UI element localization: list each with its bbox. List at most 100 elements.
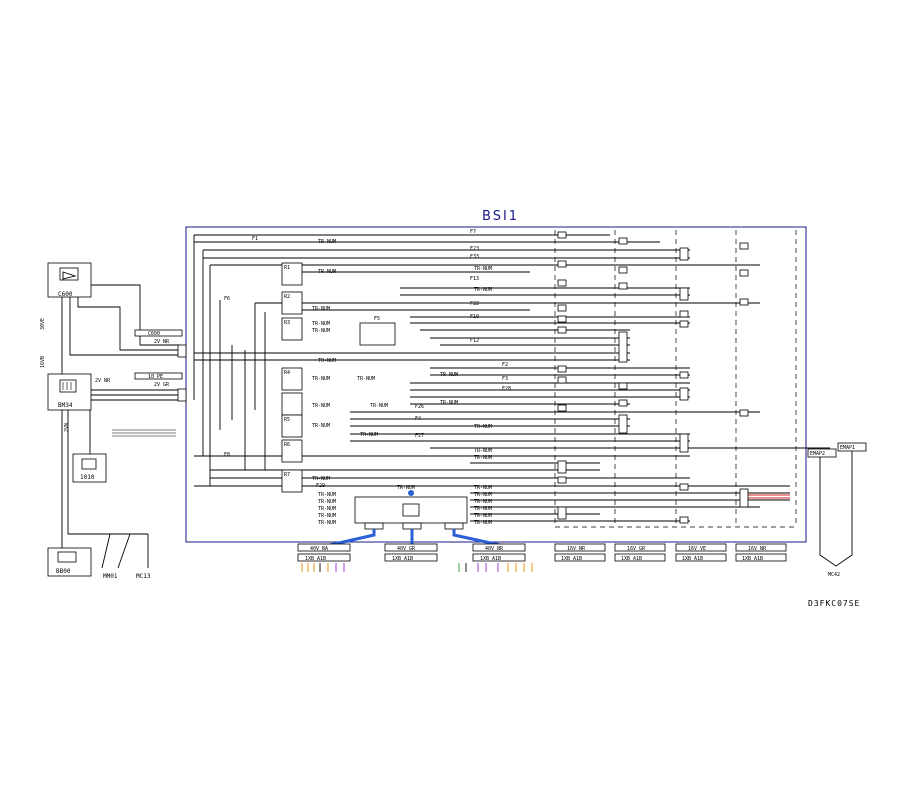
tr-num-23: TR-NUM: [318, 506, 336, 512]
left-wiring: [61, 284, 180, 548]
tr-num-11: TR-NUM: [440, 372, 458, 378]
component-c600-label: C600: [58, 291, 73, 298]
ground-label-mm01: MM01: [103, 573, 118, 580]
tr-num-9: TR-NUM: [312, 376, 330, 382]
component-1010-side: 2VN: [64, 423, 70, 432]
diagram-title: BSI1: [482, 209, 519, 224]
tr-num-18: TR-NUM: [474, 448, 492, 454]
diagram-reference: D3FKC07SE: [808, 599, 860, 608]
component-1010-label: 1010: [80, 474, 95, 481]
fuse-f6: F6: [224, 296, 230, 302]
relay-label-r3: R3: [284, 320, 290, 326]
relay-boxes: R1 R2 R3 R4 R5 R6 R7: [281, 262, 396, 493]
tr-num-4: TR-NUM: [474, 287, 492, 293]
fuse-f33: F33: [470, 254, 479, 260]
tr-num-19: TR-NUM: [474, 455, 492, 461]
fuse-f23: F23: [470, 246, 479, 252]
fuse-f8: F8: [224, 452, 230, 458]
tr-num-7: TR-NUM: [312, 328, 330, 334]
bottom-connector-7-top: 16V NR: [748, 546, 767, 552]
fuse-f7: F7: [470, 229, 476, 235]
tr-num-5: TR-NUM: [312, 306, 330, 312]
wire-stubs: [301, 563, 533, 572]
fuse-f28: F28: [502, 386, 511, 392]
fuse-f22: F22: [470, 301, 479, 307]
tr-num-3: TR-NUM: [474, 266, 492, 272]
relay-label-r7: R7: [284, 472, 290, 478]
fuse-f29: F29: [316, 483, 325, 489]
bottom-connector-7-bottom: 1XB A1B: [742, 556, 763, 562]
fuse-f13: F13: [470, 276, 479, 282]
tr-num-22: TR-NUM: [318, 499, 336, 505]
tr-num-labels: TR-NUM TR-NUM TR-NUM TR-NUM TR-NUM TR-NU…: [312, 239, 492, 526]
fuse-f12: F12: [470, 338, 479, 344]
bottom-connector-5-bottom: 1XB A1B: [621, 556, 642, 562]
fuse-f5: F5: [374, 316, 380, 322]
tr-num-25: TR-NUM: [318, 520, 336, 526]
tr-num-2: TR-NUM: [318, 269, 336, 275]
bottom-connector-1-bottom: 1XB A1B: [305, 556, 326, 562]
component-1010: 1010 2VN: [64, 423, 107, 483]
tr-num-12: TR-NUM: [312, 403, 330, 409]
tr-num-26: TR-NUM: [474, 485, 492, 491]
tr-num-16: TR-NUM: [360, 432, 378, 438]
bottom-connector-3-top: 40V NR: [485, 546, 504, 552]
relay-label-r2: R2: [284, 294, 290, 300]
ground-right-label: MC42: [828, 572, 840, 578]
tr-num-24: TR-NUM: [318, 513, 336, 519]
tr-num-17: TR-NUM: [474, 424, 492, 430]
fuse-f3: F3: [502, 376, 508, 382]
component-bb00: BB00: [47, 547, 92, 577]
right-tags: EMAP2 EMAP1 MC42: [807, 442, 867, 578]
tr-num-15: TR-NUM: [312, 423, 330, 429]
tr-num-10: TR-NUM: [357, 376, 375, 382]
ecu-block: TR-NUM: [329, 485, 501, 547]
component-c600-side: 30VE: [40, 318, 46, 330]
relay-label-r6: R6: [284, 442, 290, 448]
tr-num-28: TR-NUM: [474, 499, 492, 505]
component-c600: C600 30VE: [40, 262, 92, 330]
right-tag-emap1: EMAP1: [840, 445, 855, 451]
right-tag-emap2: EMAP2: [810, 451, 825, 457]
fuse-labels: F1 F2 F3 F4 F5 F6 F7 F8 F10 F12 F13 F22 …: [224, 229, 511, 489]
tr-num-20: TR-NUM: [312, 476, 330, 482]
tr-num-30: TR-NUM: [474, 513, 492, 519]
connector-sub-c600: 2V NR: [154, 339, 170, 345]
ground-label-mc13: MC13: [136, 573, 151, 580]
component-bm34: BM34 16VB: [40, 356, 92, 411]
tr-num-1: TR-NUM: [318, 239, 336, 245]
fuse-f2: F2: [502, 362, 508, 368]
incoming-connectors: C600 2V NR 10 PE 2V GR 2V NR: [95, 329, 187, 402]
bsi-frame: [185, 226, 807, 543]
tr-num-14: TR-NUM: [440, 400, 458, 406]
relay-label-r4: R4: [284, 370, 290, 376]
ecu-label: TR-NUM: [397, 485, 415, 491]
bottom-connector-2-top: 40V GR: [397, 546, 416, 552]
fuse-f27: F27: [415, 433, 424, 439]
tr-num-6: TR-NUM: [312, 321, 330, 327]
connector-label-c600: C600: [148, 331, 160, 337]
fuse-f10: F10: [470, 314, 479, 320]
relay-label-r1: R1: [284, 265, 290, 271]
component-bm34-label: BM34: [58, 402, 73, 409]
ground-symbols: MM01 MC13: [101, 533, 151, 580]
bottom-connector-2-bottom: 1XB A1B: [392, 556, 413, 562]
connector-sub-10pe: 2V GR: [154, 382, 170, 388]
connector-sub-bm34: 2V NR: [95, 378, 111, 384]
internal-wiring: [193, 234, 830, 522]
tr-num-29: TR-NUM: [474, 506, 492, 512]
connector-label-10pe: 10 PE: [148, 374, 163, 380]
zone-separators: [554, 230, 797, 528]
component-bb00-label: BB00: [56, 568, 71, 575]
tr-num-21: TR-NUM: [318, 492, 336, 498]
bottom-connector-4-top: 16V NR: [567, 546, 586, 552]
fuse-f4: F4: [415, 416, 421, 422]
bottom-connector-3-bottom: 1XB A1B: [480, 556, 501, 562]
bottom-connector-5-top: 16V GR: [627, 546, 646, 552]
pin-boxes: [557, 231, 749, 524]
bottom-connector-4-bottom: 1XB A1B: [561, 556, 582, 562]
tr-num-8: TR-NUM: [318, 358, 336, 364]
fuse-f26: F26: [415, 404, 424, 410]
bottom-connector-6-bottom: 1XB A1B: [682, 556, 703, 562]
